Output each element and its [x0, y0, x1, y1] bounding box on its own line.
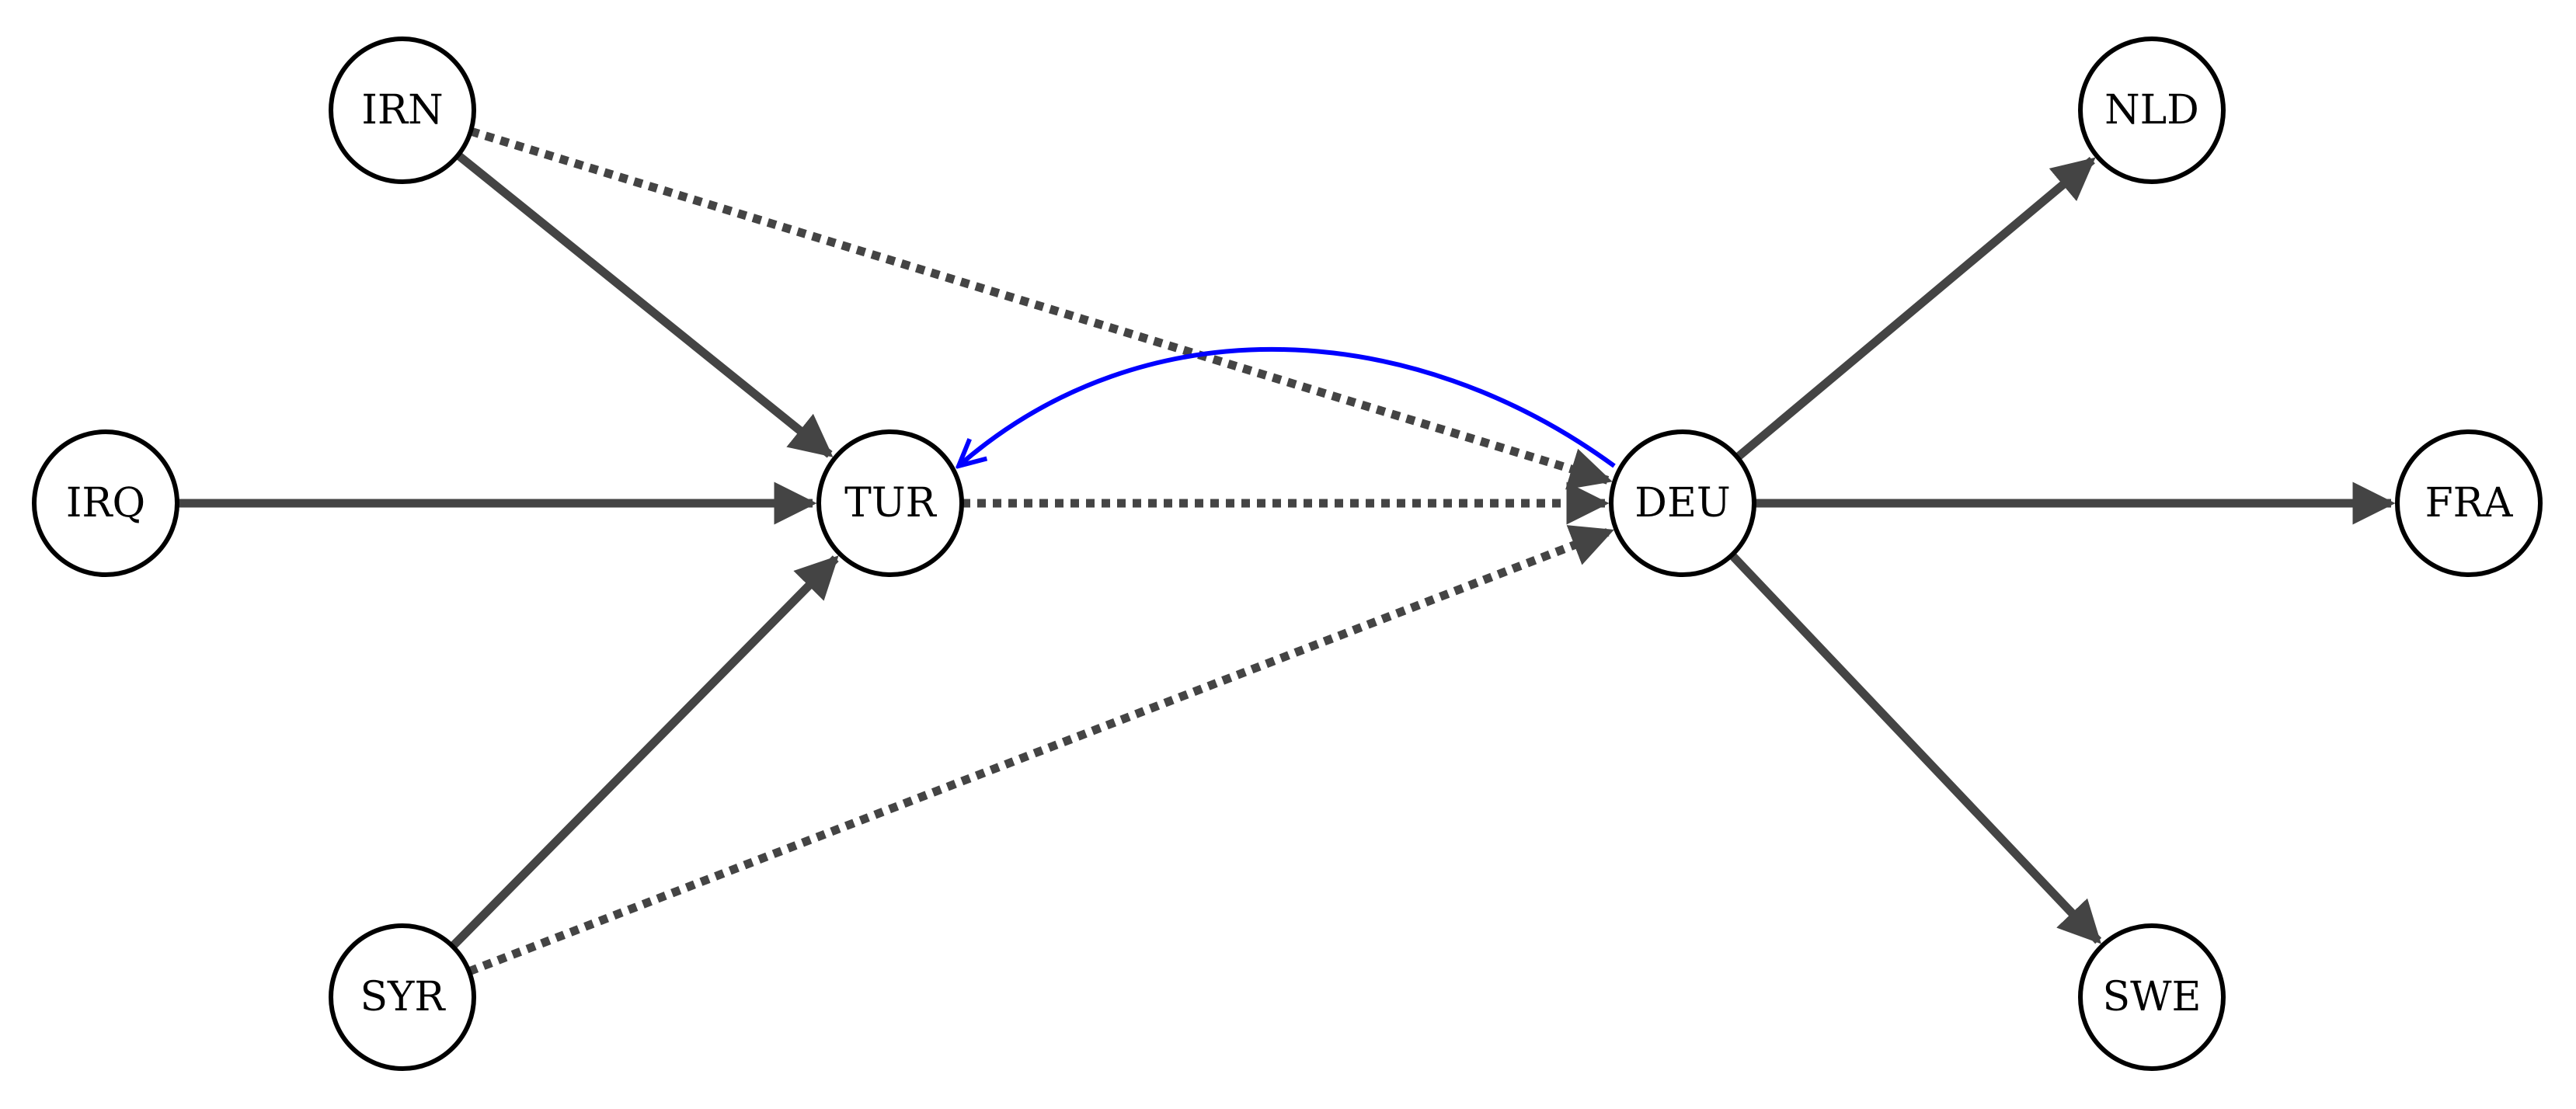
node-swe-circle [2078, 923, 2226, 1071]
edge-syr-to-deu [467, 525, 1614, 976]
node-fra-label: FRA [2425, 480, 2514, 527]
node-tur: TUR [816, 429, 964, 577]
node-tur-circle [816, 429, 964, 577]
edge-irn-to-deu [469, 127, 1613, 490]
node-irn-label: IRN [361, 87, 443, 134]
edge-deu-to-nld [1734, 157, 2096, 461]
node-nld-label: NLD [2104, 87, 2199, 134]
node-syr-label: SYR [360, 974, 446, 1020]
node-syr-circle [329, 923, 476, 1071]
edge-syr-to-tur [449, 555, 839, 950]
node-swe-label: SWE [2102, 974, 2201, 1020]
node-irq-label: IRQ [66, 480, 145, 527]
node-irq-circle [32, 429, 179, 577]
nodes-layer: IRN IRQ SYR TUR DEU NLD FRA SWE [32, 37, 2543, 1071]
edge-deu-to-tur [959, 347, 1616, 466]
edge-deu-to-swe [1728, 551, 2102, 944]
node-syr: SYR [329, 923, 476, 1071]
node-swe: SWE [2078, 923, 2226, 1071]
node-irq: IRQ [32, 429, 179, 577]
node-deu-label: DEU [1634, 480, 1730, 527]
edges-layer [177, 127, 2396, 976]
node-deu-circle [1609, 429, 1756, 577]
node-fra-circle [2395, 429, 2543, 577]
node-tur-label: TUR [844, 480, 938, 527]
node-irn-circle [329, 37, 476, 184]
node-nld-circle [2078, 37, 2226, 184]
node-fra: FRA [2395, 429, 2543, 577]
node-deu: DEU [1609, 429, 1756, 577]
node-nld: NLD [2078, 37, 2226, 184]
edge-irn-to-tur [455, 151, 834, 458]
node-irn: IRN [329, 37, 476, 184]
